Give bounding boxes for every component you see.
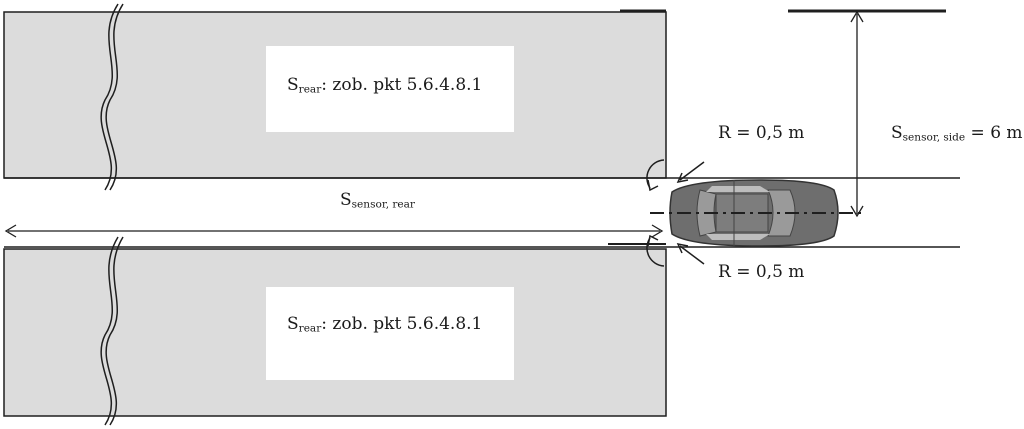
radius-arc-top bbox=[646, 159, 705, 192]
sensor-side-arrow bbox=[850, 10, 864, 218]
bottom-zone-label: Srear: zob. pkt 5.6.4.8.1 bbox=[287, 314, 482, 335]
sensor-rear-label-main: S bbox=[340, 190, 352, 210]
sensor-rear-label: Ssensor, rear bbox=[340, 190, 415, 211]
top-zone-label-main: S bbox=[287, 75, 299, 95]
bottom-zone-label-sub: rear bbox=[298, 322, 322, 335]
bottom-zone-label-box bbox=[266, 287, 514, 380]
sensor-side-label: Ssensor, side = 6 m bbox=[891, 123, 1023, 144]
top-zone-label-box bbox=[266, 46, 514, 132]
radius-top-label: R = 0,5 m bbox=[718, 123, 805, 143]
break-mark-bottom bbox=[100, 236, 124, 426]
break-mark-top bbox=[100, 3, 124, 191]
radius-arc-bottom bbox=[646, 234, 705, 267]
top-zone-label-sub: rear bbox=[298, 83, 322, 96]
sensor-rear-label-sub: sensor, rear bbox=[351, 198, 415, 211]
vehicle bbox=[669, 179, 839, 247]
radius-bottom-label: R = 0,5 m bbox=[718, 262, 805, 282]
sensor-side-label-rest: = 6 m bbox=[965, 123, 1023, 143]
bottom-zone-label-rest: : zob. pkt 5.6.4.8.1 bbox=[321, 314, 483, 334]
bottom-zone-label-main: S bbox=[287, 314, 299, 334]
top-zone-label: Srear: zob. pkt 5.6.4.8.1 bbox=[287, 75, 482, 96]
sensor-side-label-sub: sensor, side bbox=[902, 131, 966, 144]
top-zone-label-rest: : zob. pkt 5.6.4.8.1 bbox=[321, 75, 483, 95]
sensor-side-label-main: S bbox=[891, 123, 903, 143]
sensor-rear-arrow bbox=[4, 224, 664, 238]
